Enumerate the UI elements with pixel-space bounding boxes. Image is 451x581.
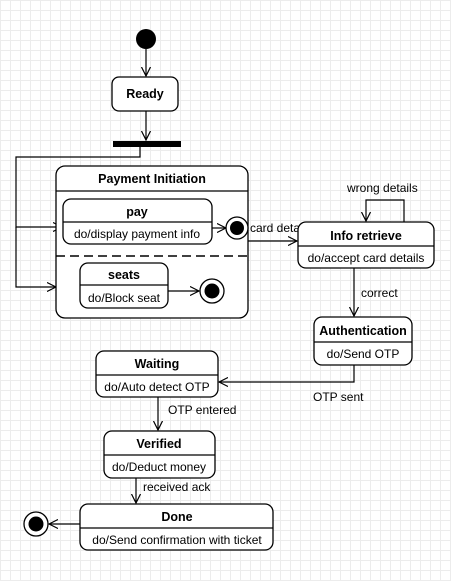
edge-info-retrieve-self-loop [366,199,405,222]
state-seats[interactable]: seats do/Block seat [79,262,169,309]
label-card-details: card details [250,221,311,235]
state-verified[interactable]: Verified do/Deduct money [103,430,216,479]
edge-fork-to-seats [15,227,56,287]
label-correct: correct [361,286,398,300]
state-waiting-title: Waiting [135,357,180,371]
state-done-activity: do/Send confirmation with ticket [92,533,262,547]
pay-final-node[interactable] [225,216,249,240]
initial-node[interactable] [136,29,156,49]
state-seats-activity: do/Block seat [88,291,161,305]
state-waiting[interactable]: Waiting do/Auto detect OTP [95,350,219,398]
state-pay-activity: do/display payment info [74,227,200,241]
state-ready[interactable]: Ready [111,76,179,112]
state-authentication-activity: do/Send OTP [327,347,400,361]
state-info-retrieve-activity: do/accept card details [308,251,425,265]
seats-final-node[interactable] [199,278,225,304]
state-verified-title: Verified [136,437,181,451]
edge-authentication-to-waiting [219,365,355,382]
state-pay[interactable]: pay do/display payment info [62,198,213,245]
state-info-retrieve-title: Info retrieve [330,229,402,243]
final-node[interactable] [23,511,49,537]
label-otp-sent: OTP sent [313,390,364,404]
label-received-ack: received ack [143,480,211,494]
state-waiting-activity: do/Auto detect OTP [104,380,209,394]
state-seats-title: seats [108,268,140,282]
label-otp-entered: OTP entered [168,403,236,417]
state-ready-title: Ready [126,87,164,101]
fork-bar[interactable] [113,141,181,147]
state-done[interactable]: Done do/Send confirmation with ticket [79,503,274,551]
state-pay-title: pay [126,205,148,219]
label-wrong-details: wrong details [346,181,418,195]
state-authentication[interactable]: Authentication do/Send OTP [313,316,413,366]
state-authentication-title: Authentication [319,324,407,338]
state-verified-activity: do/Deduct money [112,460,206,474]
state-info-retrieve[interactable]: Info retrieve do/accept card details [297,221,435,269]
state-payment-initiation-title: Payment Initiation [98,172,206,186]
state-done-title: Done [161,510,192,524]
edge-fork-to-pay [15,147,141,227]
